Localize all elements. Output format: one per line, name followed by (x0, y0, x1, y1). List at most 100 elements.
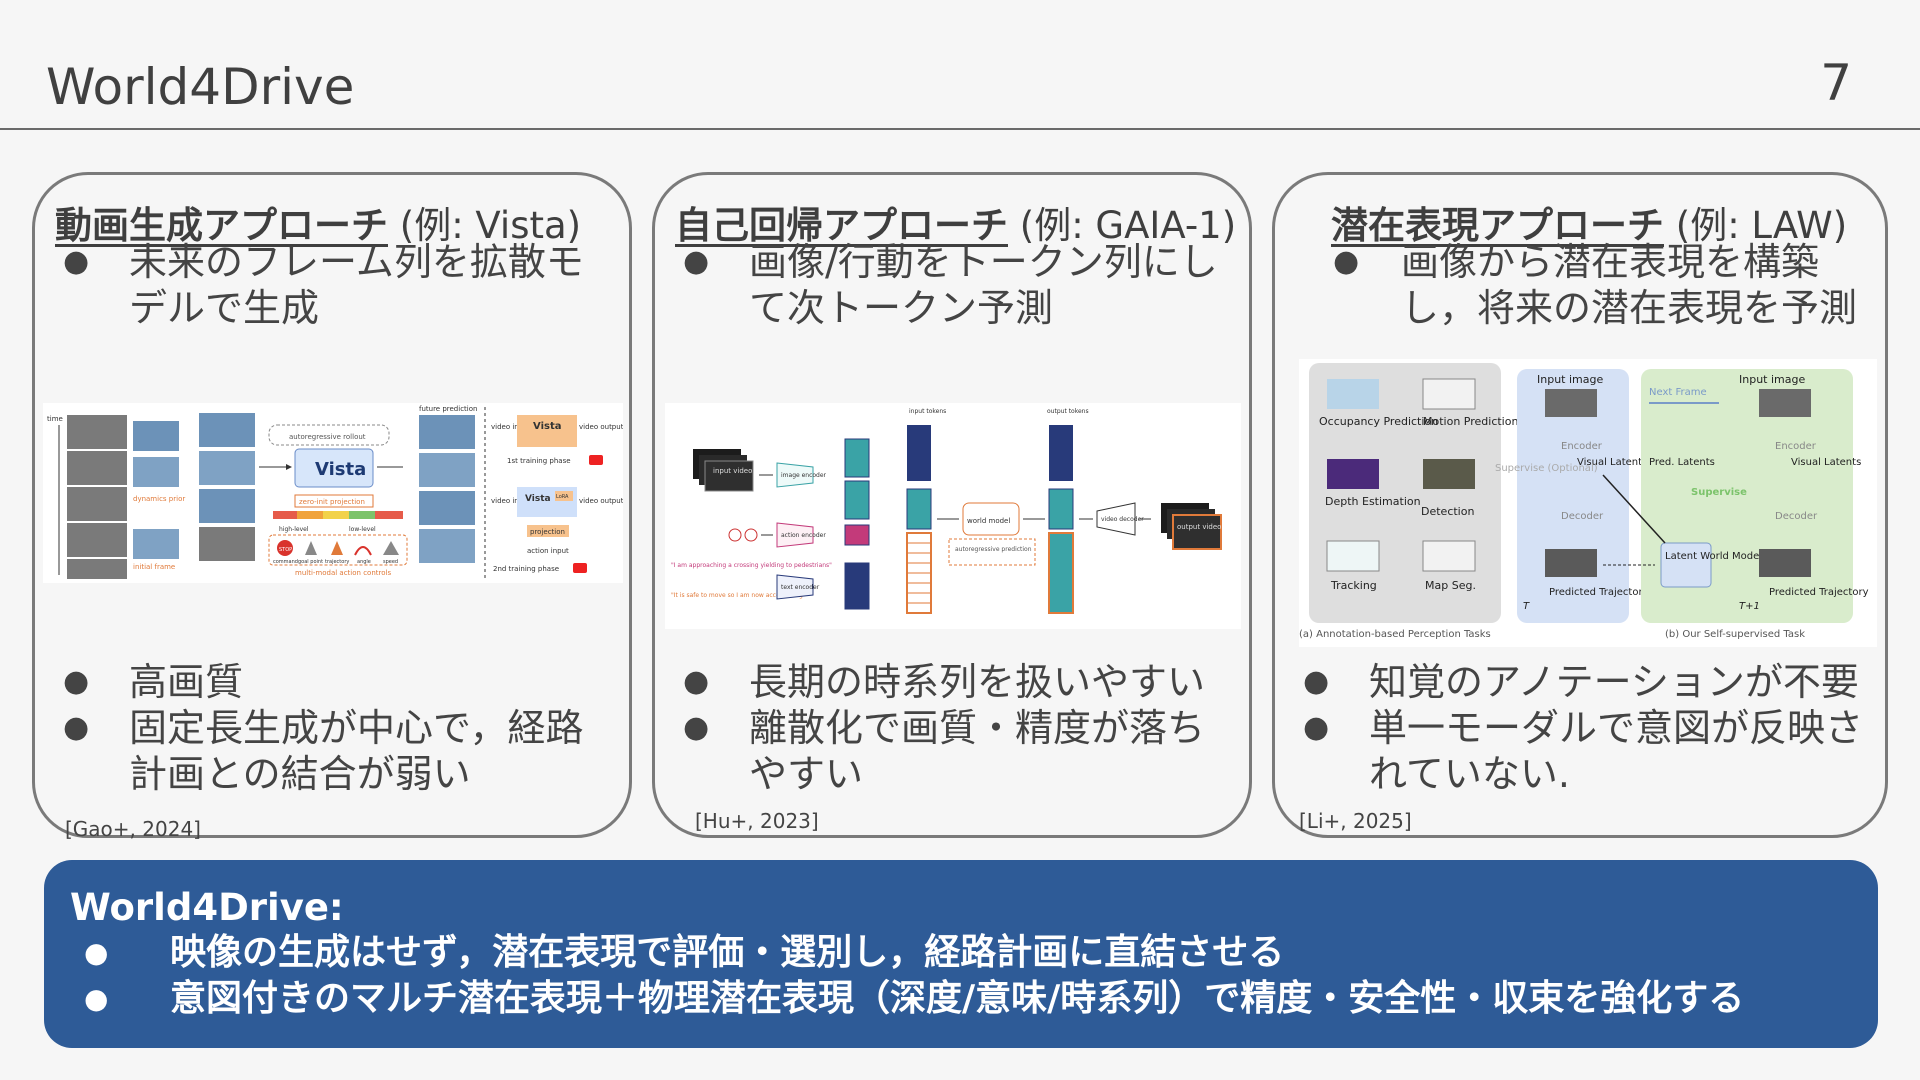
fig-action-goal: goal point (298, 559, 323, 565)
panel-heading-title: 潜在表現アプローチ (1331, 204, 1664, 247)
fig-next-frame: Next Frame (1649, 387, 1707, 398)
fig-action-caption: multi-modal action controls (295, 569, 391, 577)
fig-action-input: action input (527, 547, 569, 555)
reference-citation: [Li+, 2025] (1299, 809, 1412, 833)
fig-vista-box-1: Vista (533, 421, 561, 432)
fig-caption-b: (b) Our Self-supervised Task (1665, 629, 1805, 640)
bottom-bullet-list: ●長期の時系列を扱いやすい ●離散化で画質・精度が落ちやすい (655, 659, 1239, 797)
fig-autoreg-label: autoregressive rollout (289, 433, 366, 441)
panel-heading: 自己回帰アプローチ (例: GAIA-1) (675, 195, 1243, 249)
fig-projection: projection (530, 528, 565, 536)
fig-high-level: high-level (279, 526, 309, 533)
fig-action-speed: speed (383, 559, 398, 565)
fig-input-tokens: input tokens (909, 408, 946, 415)
panel-heading: 動画生成アプローチ (例: Vista) (55, 195, 623, 249)
fig-lora: LoRA (556, 494, 569, 500)
fig-video-output-2: video output (579, 497, 623, 505)
fig-world-model: world model (967, 517, 1010, 525)
bottom-bullet-list: ●高画質 ●固定長生成が中心で，経路計画との結合が弱い (35, 659, 619, 797)
fig-pred-traj-1: Predicted Trajectory (1549, 587, 1649, 598)
fig-output-tokens: output tokens (1047, 408, 1089, 415)
panel-heading: 潜在表現アプローチ (例: LAW) (1331, 195, 1879, 249)
fig-encoder-1: Encoder (1561, 441, 1603, 452)
input-token-column-1 (844, 438, 870, 610)
panel-latent: 潜在表現アプローチ (例: LAW) ●画像から潜在表現を構築し，将来の潜在表現… (1272, 172, 1888, 838)
list-item: ●画像/行動をトークン列にして次トークン予測 (683, 240, 1218, 330)
fig-task-mapseg: Map Seg. (1425, 579, 1476, 592)
fig-image-encoder: image encoder (781, 472, 827, 479)
fig-output-video: output video (1177, 523, 1221, 531)
gaia-architecture-figure: input video image encoder action encoder… (665, 403, 1241, 629)
panel-heading-example: (例: GAIA-1) (1008, 204, 1237, 247)
fig-input-image-1: Input image (1537, 373, 1603, 386)
fig-task-occupancy: Occupancy Prediction (1319, 415, 1438, 428)
list-item: ●高画質 (63, 660, 244, 704)
fig-t-label: T (1523, 601, 1530, 612)
law-architecture-figure: Occupancy Prediction Motion Prediction D… (1299, 359, 1877, 647)
summary-title: World4Drive: (70, 886, 344, 929)
fig-initial-label: initial frame (133, 563, 175, 571)
fig-caption-a: (a) Annotation-based Perception Tasks (1299, 629, 1491, 640)
fig-decoder-1: Decoder (1561, 511, 1604, 522)
summary-bullet-list: ●映像の生成はせず，潜在表現で評価・選別し，経路計画に直結させる ●意図付きのマ… (70, 930, 1852, 1022)
fig-supervise-optional: Supervise (Optional) (1495, 463, 1598, 474)
list-item: ●知覚のアノテーションが不要 (1303, 660, 1859, 704)
fig-pred-traj-2: Predicted Trajectory (1769, 587, 1869, 598)
panel-heading-example: (例: LAW) (1664, 204, 1848, 247)
list-item: ●固定長生成が中心で，経路計画との結合が弱い (63, 706, 584, 796)
output-token-column: output tokens (1047, 408, 1089, 614)
fig-vista-box-2: Vista (525, 494, 551, 504)
fig-decoder-2: Decoder (1775, 511, 1818, 522)
fig-autoreg-pred: autoregressive prediction (955, 546, 1032, 553)
fig-dynamics-label: dynamics prior (133, 495, 185, 503)
fig-action-angle: angle (357, 559, 371, 565)
fig-task-motion: Motion Prediction (1423, 415, 1518, 428)
fig-input-video: input video (713, 467, 752, 475)
fig-pred-latents: Pred. Latents (1649, 457, 1715, 468)
list-item: ●未来のフレーム列を拡散モデルで生成 (63, 240, 584, 330)
list-item: ●映像の生成はせず，潜在表現で評価・選別し，経路計画に直結させる (84, 932, 1285, 973)
fig-phase1: 1st training phase (507, 457, 571, 465)
vista-architecture-figure: time dynamics prior initial frame autore… (43, 403, 624, 583)
page-number: 7 (1820, 54, 1852, 112)
list-item: ●意図付きのマルチ潜在表現＋物理潜在表現（深度/意味/時系列）で精度・安全性・収… (84, 978, 1745, 1019)
top-bullet-list: ●画像/行動をトークン列にして次トークン予測 (655, 239, 1239, 331)
fig-encoder-2: Encoder (1775, 441, 1817, 452)
list-item: ●離散化で画質・精度が落ちやすい (683, 706, 1206, 796)
bottom-bullet-list: ●知覚のアノテーションが不要 ●単一モーダルで意図が反映されていない. (1275, 659, 1875, 797)
fig-action-command: command (273, 559, 298, 565)
fig-visual-latents-1: Visual Latents (1577, 457, 1647, 468)
fig-task-tracking: Tracking (1330, 579, 1377, 592)
panel-heading-example: (例: Vista) (388, 204, 582, 247)
fig-video-input-1: video input (491, 423, 531, 431)
panel-heading-title: 動画生成アプローチ (55, 204, 388, 247)
fig-task-detection: Detection (1421, 505, 1474, 518)
fig-action-trajectory: trajectory (325, 559, 349, 565)
list-item: ●画像から潜在表現を構築し，将来の潜在表現を予測 (1333, 240, 1858, 330)
fig-low-level: low-level (349, 526, 376, 533)
fig-video-decoder: video decoder (1101, 516, 1144, 523)
fig-quote1: "I am approaching a crossing yielding to… (671, 562, 832, 569)
fig-latent-world-model: Latent World Model (1665, 551, 1762, 562)
fig-phase2: 2nd training phase (493, 565, 559, 573)
fig-model-name: Vista (315, 459, 366, 480)
panel-autoregressive: 自己回帰アプローチ (例: GAIA-1) ●画像/行動をトークン列にして次トー… (652, 172, 1252, 838)
panel-video-generation: 動画生成アプローチ (例: Vista) ●未来のフレーム列を拡散モデルで生成 … (32, 172, 632, 841)
summary-box: World4Drive: ●映像の生成はせず，潜在表現で評価・選別し，経路計画に… (44, 860, 1878, 1048)
list-item: ●長期の時系列を扱いやすい (683, 660, 1206, 704)
fig-supervise: Supervise (1691, 487, 1747, 498)
title-divider (0, 128, 1920, 130)
fig-text-encoder: text encoder (781, 584, 820, 591)
list-item: ●単一モーダルで意図が反映されていない. (1303, 706, 1864, 796)
reference-citation: [Gao+, 2024] (65, 817, 201, 841)
fig-t1-label: T+1 (1739, 601, 1760, 612)
fig-time-label: time (47, 415, 63, 423)
input-token-column-2: input tokens (906, 408, 946, 614)
fig-input-image-2: Input image (1739, 373, 1805, 386)
top-bullet-list: ●画像から潜在表現を構築し，将来の潜在表現を予測 (1275, 239, 1875, 331)
fig-future-label: future prediction (419, 405, 477, 413)
fig-video-input-2: video input (491, 497, 531, 505)
svg-text:STOP: STOP (279, 547, 292, 553)
reference-citation: [Hu+, 2023] (695, 809, 819, 833)
fig-task-depth: Depth Estimation (1325, 495, 1421, 508)
